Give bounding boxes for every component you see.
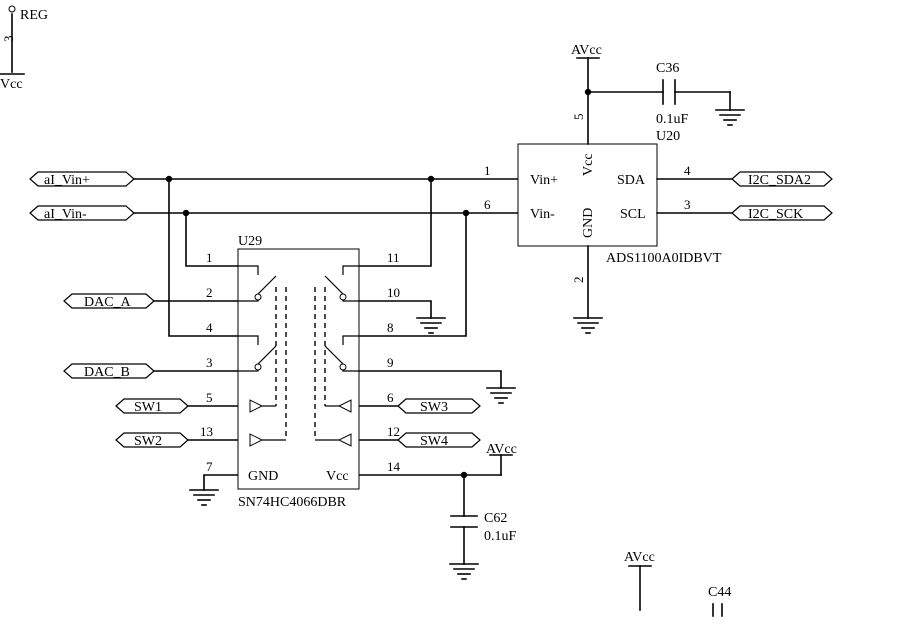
c44-ref: C44 [708,585,731,600]
port-sw3: SW3 [397,398,481,415]
ai-vin-minus-label: aI_Vin- [44,207,87,222]
port-sw2: SW2 [115,432,189,449]
sw1-label: SW1 [134,400,162,415]
port-dac-a: DAC_A [63,293,155,310]
ai-vin-plus-label: aI_Vin+ [44,173,90,188]
u29-switch-b [238,287,287,447]
port-i2c-sda2: I2C_SDA2 [731,171,833,188]
u29-pin-9: 9 [387,355,394,370]
u29-switch-c [324,265,359,413]
port-ai-vin-plus: aI_Vin+ [29,171,135,188]
u20-ref: U20 [656,129,680,144]
u29-pin-5: 5 [206,390,213,405]
u20-num-sda: 4 [684,163,691,178]
u29-pin-13: 13 [200,424,213,439]
sw3-label: SW3 [420,400,448,415]
u20-wires: AVcc [571,43,733,319]
u20-pin-gnd: GND [581,208,596,238]
ground-pin10 [416,317,446,334]
ground-pin7 [189,489,219,506]
u29-pin-8: 8 [387,320,394,335]
u29-pin-7: 7 [206,459,213,474]
port-sw4: SW4 [397,432,481,449]
u20-num-scl: 3 [684,197,691,212]
u20-part: ADS1100A0IDBVT [606,251,722,266]
c62-capacitor: C62 0.1uF [450,511,517,544]
ground-pin9 [486,387,516,404]
port-dac-b: DAC_B [63,363,155,380]
avcc-u29-label: AVcc [486,442,517,457]
reg-pin-number: 3 [1,36,16,43]
u20-pin-vin-minus: Vin- [530,207,555,222]
sw2-label: SW2 [134,434,162,449]
u29-pin-11: 11 [387,250,400,265]
ground-u20 [573,317,603,334]
u29-pin-6: 6 [387,390,394,405]
u20-pin-vin-plus: Vin+ [530,173,558,188]
c36-value: 0.1uF [656,112,689,127]
u29-ref: U29 [238,234,262,249]
u29-pin-1: 1 [206,250,213,265]
u20-chip: Vin+ Vin- SDA SCL Vcc GND U20 ADS1100A0I… [484,114,722,284]
u29-pin-10: 10 [387,285,400,300]
c36-capacitor: C36 0.1uF [656,61,689,127]
u20-pin-vcc: Vcc [581,153,596,176]
port-i2c-sck: I2C_SCK [731,205,833,222]
u20-num-vin-minus: 6 [484,197,491,212]
c62-ref: C62 [484,511,507,526]
u29-pin-2: 2 [206,285,213,300]
i2c-sck-label: I2C_SCK [748,207,803,222]
u29-pin-3: 3 [206,355,213,370]
reg-label: REG [20,8,48,23]
port-sw1: SW1 [115,398,189,415]
u20-pin-scl: SCL [620,207,646,222]
c44-capacitor: C44 [708,585,731,617]
dac-b-label: DAC_B [84,365,130,380]
reg-net: REG 3 Vcc [0,5,48,92]
ground-c36 [715,109,745,126]
u29-pin-12: 12 [387,424,400,439]
u29-pin-vcc: Vcc [326,469,349,484]
avcc-bottom-label: AVcc [624,550,655,565]
c36-ref: C36 [656,61,679,76]
avcc-bottom-net: AVcc [624,550,655,611]
i2c-sda2-label: I2C_SDA2 [748,173,811,188]
avcc-u20-label: AVcc [571,43,602,58]
u29-pin-14: 14 [387,459,401,474]
u29-switch-d [314,287,359,447]
u20-num-gnd: 2 [571,277,586,284]
u29-chip: U29 SN74HC4066DBR GND Vcc 1 2 4 3 5 13 7… [200,234,401,510]
dac-a-label: DAC_A [84,295,132,310]
sw4-label: SW4 [420,434,448,449]
ground-c62 [449,563,479,580]
c62-value: 0.1uF [484,529,517,544]
u20-num-vin-plus: 1 [484,163,491,178]
vcc-label: Vcc [0,77,23,92]
port-ai-vin-minus: aI_Vin- [29,205,135,222]
u20-pin-sda: SDA [617,173,646,188]
u29-pin-4: 4 [206,320,213,335]
u29-pin-gnd: GND [248,469,278,484]
input-wires [133,175,519,565]
u29-part: SN74HC4066DBR [238,495,347,510]
u29-switch-a [238,265,277,413]
u20-num-vcc: 5 [571,114,586,121]
